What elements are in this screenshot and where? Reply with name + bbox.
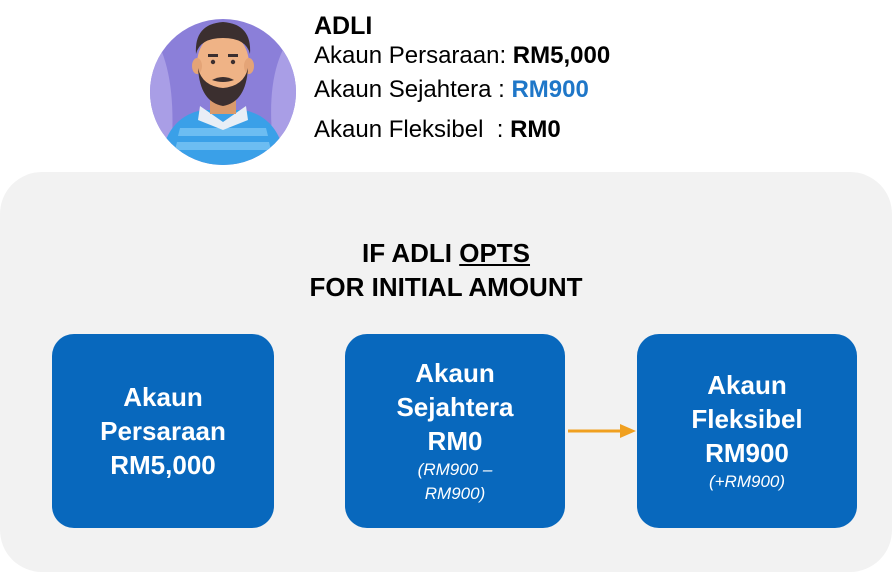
- box-title-name: Sejahtera: [396, 392, 514, 422]
- box-akaun-sejahtera: Akaun Sejahtera RM0 (RM900 – RM900): [345, 334, 565, 528]
- box-title-name: Persaraan: [100, 416, 226, 446]
- heading-prefix: IF ADLI: [361, 238, 460, 268]
- bearded-man-avatar-icon: [150, 19, 296, 165]
- box-note: (RM900 –: [417, 460, 493, 479]
- person-avatar: [150, 10, 296, 166]
- box-amount: RM5,000: [110, 450, 216, 480]
- heading-line2: FOR INITIAL AMOUNT: [309, 272, 583, 302]
- account-sejahtera-line: Akaun Sejahtera : RM900: [314, 76, 610, 104]
- box-amount: RM0: [427, 426, 483, 456]
- account-fleksibel-line: Akaun Fleksibel : RM0: [314, 116, 610, 144]
- box-title-word: Akaun: [707, 370, 787, 400]
- account-value: RM0: [510, 116, 561, 143]
- person-name: ADLI: [314, 11, 373, 40]
- box-title-name: Fleksibel: [691, 404, 803, 434]
- transfer-arrow-icon: [568, 424, 636, 438]
- box-title-word: Akaun: [415, 358, 495, 388]
- box-amount: RM900: [705, 438, 789, 468]
- account-label: Akaun Fleksibel :: [314, 116, 511, 143]
- box-akaun-fleksibel: Akaun Fleksibel RM900 (+RM900): [637, 334, 857, 528]
- account-summary: ADLI Akaun Persaraan: RM5,000 Akaun Seja…: [314, 10, 610, 144]
- account-value: RM900: [511, 76, 589, 103]
- box-akaun-persaraan: Akaun Persaraan RM5,000: [52, 334, 274, 528]
- heading-underlined: OPTS: [459, 238, 531, 268]
- box-note: RM900): [424, 484, 486, 503]
- account-value: RM5,000: [512, 42, 611, 69]
- box-note: (+RM900): [708, 472, 786, 491]
- account-label: Akaun Persaraan:: [314, 42, 513, 69]
- scenario-heading: IF ADLI OPTS FOR INITIAL AMOUNT: [0, 236, 892, 304]
- box-title-word: Akaun: [123, 382, 203, 412]
- account-label: Akaun Sejahtera :: [314, 76, 512, 103]
- account-persaraan-line: Akaun Persaraan: RM5,000: [314, 42, 610, 70]
